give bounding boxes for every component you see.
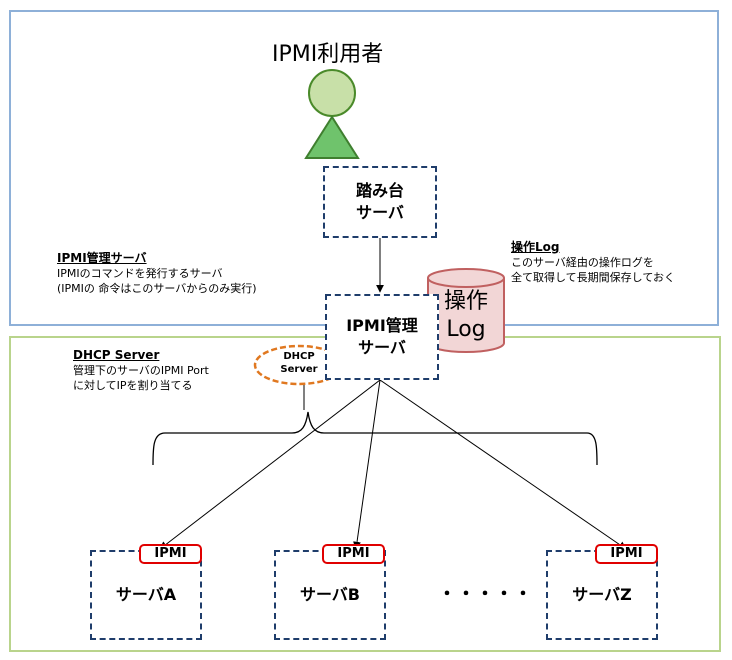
dhcp-badge-line1: DHCP — [283, 351, 315, 362]
mgmt-server-line2: サーバ — [358, 338, 406, 357]
server-z-ipmi-port: IPMI — [595, 544, 658, 564]
user-label: IPMI利用者 — [272, 42, 384, 67]
server-z-box: サーバZ — [546, 550, 658, 640]
dhcp-note: DHCP Server 管理下のサーバのIPMI Port に対してIPを割り当… — [73, 348, 209, 393]
mgmt-server-line1: IPMI管理 — [346, 316, 418, 335]
server-a-ipmi-port: IPMI — [139, 544, 202, 564]
dhcp-badge-label: DHCP Server — [262, 350, 336, 376]
dhcp-note-heading: DHCP Server — [73, 348, 160, 362]
dhcp-scope-brace — [152, 411, 598, 466]
ipmi-note-heading: IPMI管理サーバ — [57, 251, 147, 265]
log-note-line2: 全て取得して長期間保存しておく — [511, 271, 676, 284]
server-z-label: サーバZ — [572, 585, 632, 604]
server-b-box: サーバB — [274, 550, 386, 640]
server-b-ipmi-port: IPMI — [322, 544, 385, 564]
more-servers-ellipsis: ・・・・・ — [438, 584, 533, 605]
user-head-icon — [308, 69, 356, 117]
log-note: 操作Log このサーバ経由の操作ログを 全て取得して長期間保存しておく — [511, 240, 675, 285]
log-label-line2: Log — [446, 317, 486, 342]
log-label-line1: 操作 — [443, 289, 488, 314]
server-a-box: サーバA — [90, 550, 202, 640]
dhcp-note-line2: に対してIPを割り当てる — [73, 379, 193, 392]
arrow-to-server-z — [379, 379, 627, 550]
log-note-line1: このサーバ経由の操作ログを — [511, 256, 654, 269]
ipmi-note-line2: (IPMIの 命令はこのサーバからのみ実行) — [57, 282, 257, 295]
log-database-icon — [427, 268, 505, 353]
server-a-label: サーバA — [115, 585, 177, 604]
step-server-box: 踏み台 サーバ — [323, 166, 437, 238]
ipmi-management-server-box: IPMI管理 サーバ — [325, 294, 439, 380]
log-note-heading: 操作Log — [511, 240, 560, 254]
log-database-label: 操作 Log — [428, 288, 504, 344]
user-body-icon — [304, 115, 360, 159]
ipmi-note-line1: IPMIのコマンドを発行するサーバ — [57, 267, 223, 280]
ipmi-management-note: IPMI管理サーバ IPMIのコマンドを発行するサーバ (IPMIの 命令はこの… — [57, 251, 257, 296]
dhcp-badge-line2: Server — [280, 364, 318, 375]
arrow-to-server-b — [353, 379, 381, 550]
step-server-line2: サーバ — [356, 203, 404, 222]
step-server-line1: 踏み台 — [355, 181, 404, 200]
server-b-label: サーバB — [299, 585, 361, 604]
arrow-to-server-a — [159, 379, 381, 550]
dhcp-note-line1: 管理下のサーバのIPMI Port — [73, 364, 209, 377]
